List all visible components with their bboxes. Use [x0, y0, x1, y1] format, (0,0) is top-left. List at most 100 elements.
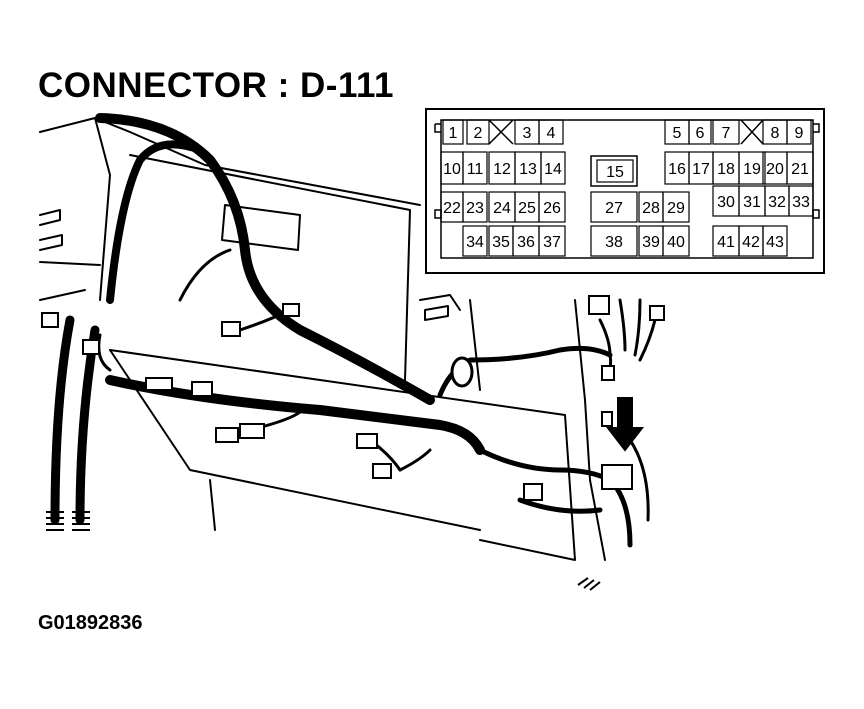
- pin-number: 17: [692, 161, 710, 178]
- pin-number: 36: [517, 234, 535, 251]
- dash-outline: [419, 294, 461, 311]
- branch-wire: [633, 298, 642, 357]
- pin-cell: [538, 191, 566, 223]
- pin-cell: [442, 119, 464, 145]
- pin-cell: [462, 151, 488, 185]
- branch-wire: [398, 448, 432, 472]
- harness-connector: [588, 295, 610, 315]
- page-title: CONNECTOR : D-111: [38, 66, 394, 105]
- pin-number: 12: [493, 161, 511, 178]
- harness-connector: [191, 381, 213, 397]
- pin-number: 39: [642, 234, 660, 251]
- pin-number: 18: [717, 161, 735, 178]
- pin-number: 32: [768, 194, 786, 211]
- harness-end-mark: [577, 577, 601, 591]
- harness-end-mark: [72, 511, 90, 531]
- pin-cell: [538, 119, 564, 145]
- pin-number: 41: [717, 234, 735, 251]
- pin-number: 21: [791, 161, 809, 178]
- branch-wire: [178, 248, 232, 302]
- pin-number: 16: [668, 161, 686, 178]
- pin-number: 27: [605, 200, 623, 217]
- dash-outline: [39, 234, 63, 251]
- pin-number: 42: [742, 234, 760, 251]
- harness-connector: [649, 305, 665, 321]
- branch-wire: [148, 388, 302, 414]
- harness-end-mark: [46, 511, 64, 531]
- harness-connector: [239, 423, 265, 439]
- pin-number: 43: [766, 234, 784, 251]
- dash-outline: [94, 117, 111, 301]
- pin-number: 10: [443, 161, 461, 178]
- dash-outline: [209, 479, 216, 531]
- pin-number: 6: [696, 125, 705, 142]
- pin-cell: [466, 119, 490, 145]
- pin-number: 13: [519, 161, 537, 178]
- branch-wire: [628, 438, 650, 522]
- harness-connector: [41, 312, 59, 328]
- harness-connector: [145, 377, 173, 391]
- pin-cell: [596, 159, 634, 183]
- main-harness: [75, 325, 100, 525]
- pin-number: 26: [543, 200, 561, 217]
- main-harness: [95, 113, 435, 405]
- connector-housing: [812, 209, 820, 219]
- pin-number: 37: [543, 234, 561, 251]
- pin-number: 2: [474, 125, 483, 142]
- dash-outline: [39, 209, 61, 226]
- dash-outline: [39, 117, 421, 206]
- pin-cell: [590, 191, 638, 223]
- pin-cell: [590, 225, 638, 257]
- pin-cell: [786, 119, 812, 145]
- dash-outline: [221, 204, 301, 251]
- pin-number: 8: [771, 125, 780, 142]
- connector-housing: [434, 209, 442, 219]
- main-harness: [517, 497, 603, 514]
- connector-latch: [590, 155, 638, 187]
- dash-outline: [424, 305, 449, 321]
- arrow-icon: [605, 397, 645, 452]
- pin-cell: [462, 191, 488, 223]
- pin-number: 19: [743, 161, 761, 178]
- harness-connector: [523, 483, 543, 501]
- harness-connector: [356, 433, 378, 449]
- pin-number: 15: [606, 164, 624, 181]
- pin-cell: [762, 225, 788, 257]
- pin-number: 33: [792, 194, 810, 211]
- pin-number: 5: [673, 125, 682, 142]
- pin-number: 30: [717, 194, 735, 211]
- pin-cell: [688, 119, 712, 145]
- pin-number: 34: [466, 234, 484, 251]
- target-connector-d111: [601, 464, 633, 490]
- pin-cell: [540, 151, 566, 185]
- pin-cell: [662, 225, 690, 257]
- pin-number: 4: [547, 125, 556, 142]
- figure-id: G01892836: [38, 612, 143, 634]
- dash-outline: [574, 299, 606, 561]
- blocked-pin-mark: [488, 119, 514, 145]
- grommet: [450, 356, 474, 388]
- pin-number: 14: [544, 161, 562, 178]
- pin-number: 25: [518, 200, 536, 217]
- pin-number: 22: [443, 200, 461, 217]
- harness-connector: [601, 365, 615, 381]
- main-harness: [106, 140, 204, 304]
- pin-cell: [712, 119, 740, 145]
- pin-number: 7: [722, 125, 731, 142]
- pin-cell: [786, 151, 814, 185]
- harness-connector: [282, 303, 300, 317]
- pin-cell: [662, 191, 690, 223]
- pin-cell: [462, 225, 488, 257]
- branch-wire: [97, 333, 112, 372]
- pin-number: 9: [795, 125, 804, 142]
- dash-outline: [129, 154, 411, 381]
- pin-number: 20: [766, 161, 784, 178]
- dash-outline: [39, 289, 86, 301]
- pin-cell: [788, 185, 814, 217]
- harness-connector: [221, 321, 241, 337]
- pin-number: 31: [743, 194, 761, 211]
- dash-outline: [39, 261, 101, 266]
- pin-cell: [738, 151, 766, 185]
